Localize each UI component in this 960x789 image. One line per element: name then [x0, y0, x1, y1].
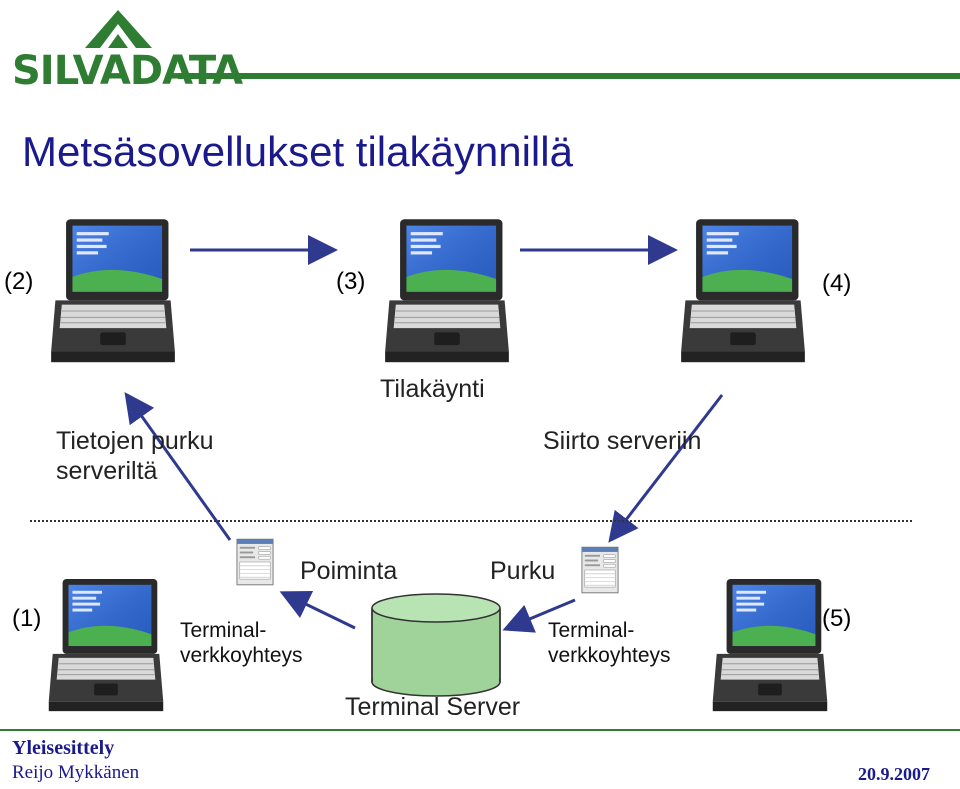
step-4-label: (4)	[822, 270, 852, 297]
arrow-form-right-to-db	[502, 598, 576, 633]
step-2-label: (2)	[4, 268, 34, 295]
database-icon	[371, 593, 501, 697]
tietojen-purku-label: Tietojen purku serveriltä	[56, 426, 214, 486]
arrow-up-to-step-2	[124, 392, 232, 541]
terminal-left-line-1: Terminal-	[180, 619, 267, 642]
terminal-right-line-1: Terminal-	[548, 619, 635, 642]
step-1-label: (1)	[12, 605, 42, 632]
siirto-serveriin-label: Siirto serveriin	[543, 427, 702, 455]
mountain-logo-icon	[85, 10, 152, 48]
arrow-db-to-form-left	[279, 590, 356, 630]
terminal-connection-right: Terminal- verkkoyhteys	[548, 618, 671, 668]
tietojen-purku-line-1: Tietojen purku	[56, 427, 214, 455]
laptop-icon-step-4	[680, 218, 806, 363]
form-window-icon-left	[236, 538, 274, 586]
step-5-label: (5)	[822, 605, 852, 632]
form-window-icon-right	[581, 546, 619, 594]
page-title: Metsäsovellukset tilakäynnillä	[22, 128, 573, 175]
poiminta-label: Poiminta	[300, 557, 398, 585]
logo-text: SILVADATA	[12, 48, 243, 94]
footer-author: Reijo Mykkänen	[12, 762, 140, 783]
tilakaynti-label: Tilakäynti	[380, 375, 485, 403]
terminal-right-line-2: verkkoyhteys	[548, 644, 671, 667]
footer-date: 20.9.2007	[858, 764, 930, 784]
step-3-label: (3)	[336, 268, 366, 295]
laptop-icon-step-2	[50, 218, 176, 363]
terminal-connection-left: Terminal- verkkoyhteys	[180, 618, 303, 668]
purku-label: Purku	[490, 557, 556, 585]
terminal-left-line-2: verkkoyhteys	[180, 644, 303, 667]
laptop-icon-step-3	[384, 218, 510, 363]
footer-heading: Yleisesittely	[12, 737, 115, 759]
arrow-down-from-step-4	[608, 394, 724, 543]
tietojen-purku-line-2: serveriltä	[56, 457, 158, 485]
laptop-icon-step-1	[48, 578, 164, 712]
laptop-icon-step-5	[712, 578, 828, 712]
terminal-server-label: Terminal Server	[345, 693, 521, 721]
